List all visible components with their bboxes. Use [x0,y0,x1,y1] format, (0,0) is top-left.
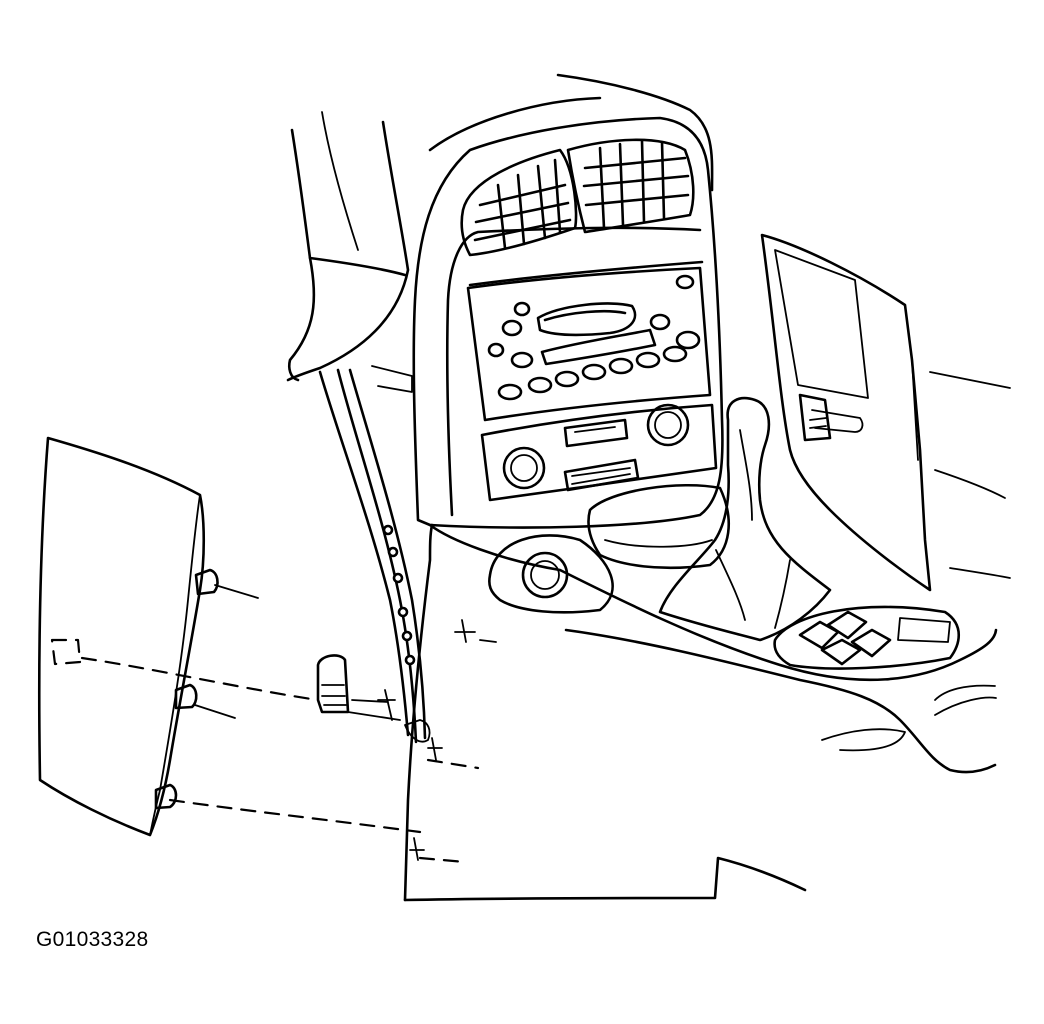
window-switch-panel [773,605,961,670]
latch-clip [798,393,832,442]
left-trim-strip [318,365,431,744]
panel-clip-bottom [154,783,178,810]
air-vents [460,138,695,257]
console-body [403,523,998,902]
panel-clip-middle [174,683,198,710]
center-stack [412,116,724,529]
dashboard-outline [286,73,1011,579]
side-panel [37,436,219,837]
retaining-clip [316,654,401,721]
radio-faceplate [466,266,712,422]
right-kick-panel [760,233,932,592]
shifter-area [488,396,961,670]
panel-clip-top [194,568,219,596]
cassette-slot [536,302,637,337]
alignment-lines [80,584,497,864]
cd-slot [540,328,657,366]
cup-holder [488,534,614,614]
gear-shifter [658,396,832,642]
hvac-panel [480,403,718,502]
figure-id-label: G01033328 [36,928,149,951]
